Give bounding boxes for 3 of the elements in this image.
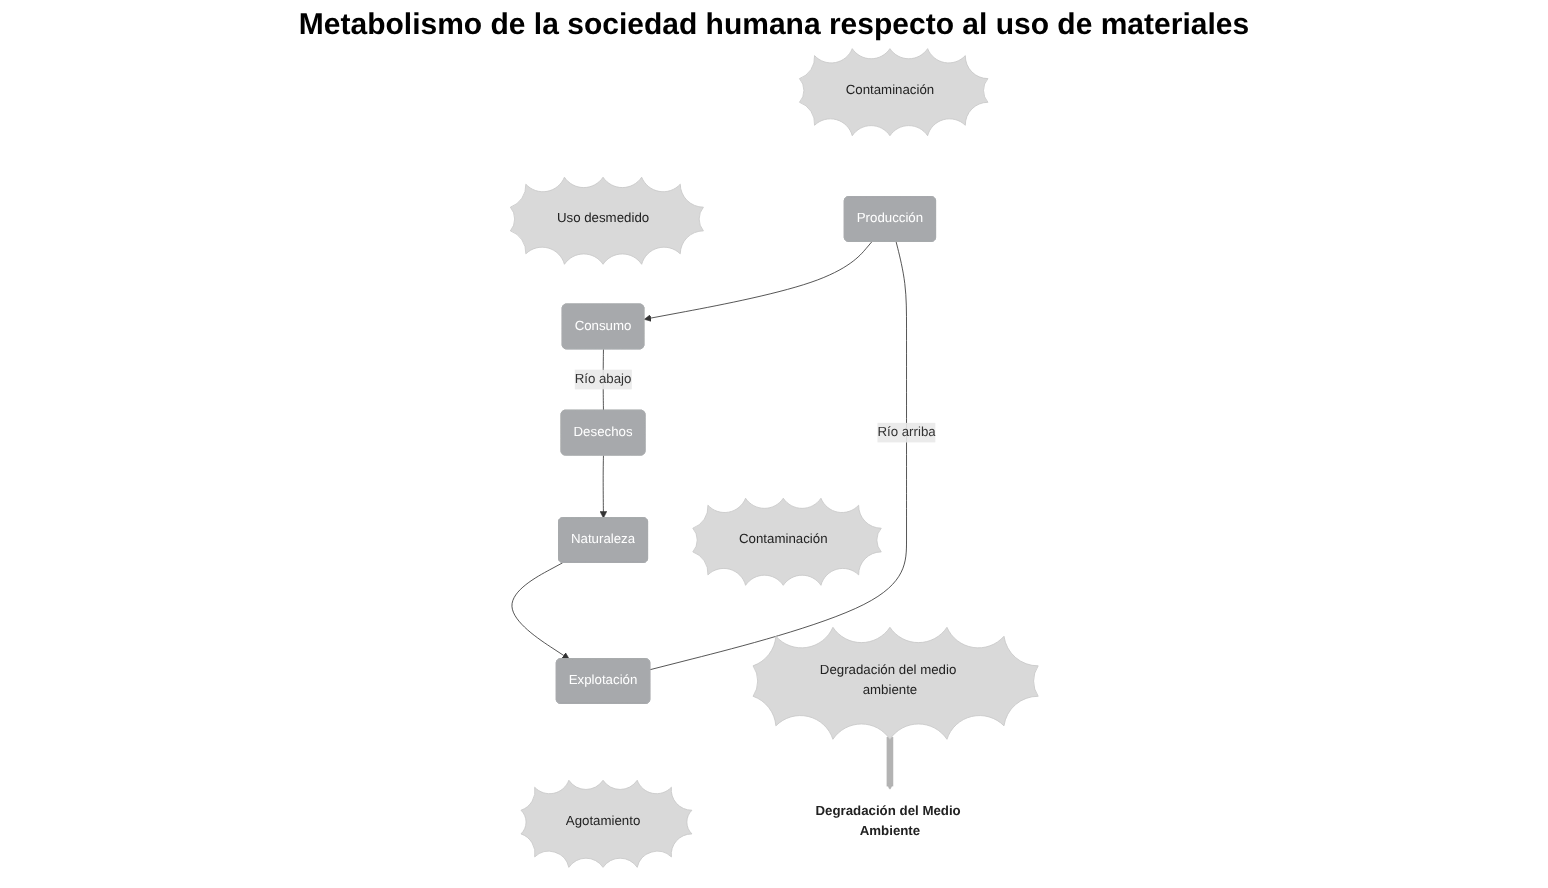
connector xyxy=(649,241,907,671)
center-caption: Metabolismo de la sociedad humana respecto al uso de materiales xyxy=(298,8,1250,42)
arrow xyxy=(885,737,894,791)
